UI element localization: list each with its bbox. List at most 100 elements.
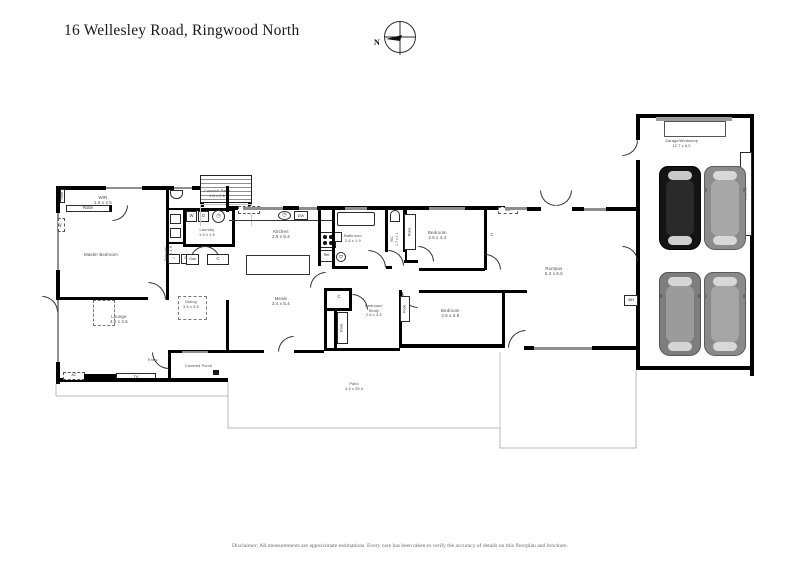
garage-bench [664,121,726,137]
ac-unit-master: AC [58,218,65,232]
room-label-garage: Garage/Workshop 12.7 x 6.0 [665,138,699,148]
skylight-lounge [93,300,115,326]
disclaimer-text: Disclaimer: All measurements are approxi… [232,543,568,549]
page-title: 16 Wellesley Road, Ringwood North [64,22,300,39]
room-label-patio: Patio 4.5 x 25.0 [345,381,364,391]
patio-edge [251,204,252,226]
wall [324,308,352,311]
window-wall [174,187,192,189]
car-dark-1 [658,166,702,250]
wall [56,210,60,213]
wall [317,206,333,210]
room-label-kitchen: Kitchen 2.9 x 5.4 [272,229,290,240]
room-label-entry: Entry [148,357,158,362]
washer: W [186,211,197,222]
room-label-rumpus: Rumpus 6.3 x 6.6 [545,266,563,277]
wall [318,210,321,266]
porch-post [213,370,219,375]
wall [168,352,171,378]
patio-edge [200,204,201,226]
closet-hall: C [487,230,497,240]
wall [226,186,229,212]
wall [324,348,400,351]
shower-ensuite-2 [170,228,181,238]
window-wall [106,187,142,189]
compass-rose-icon: N [374,19,422,63]
wall [229,206,243,210]
wall [332,266,368,269]
wall [447,290,505,293]
wall [332,206,335,268]
room-label-covered-porch: Covered Porch [185,363,213,368]
wall [349,288,352,310]
room-label-meals: Meals 3.4 x 5.4 [272,296,290,307]
window-wall [57,212,59,270]
laundry-sink: ◷ [212,210,225,223]
wall [56,378,84,382]
robe-bedroom2: Robe [404,214,416,250]
toilet-wc [390,210,400,222]
toilet-bathroom: ⬭ [336,252,346,262]
wall [750,114,754,376]
wall [505,290,527,293]
wall [592,346,640,350]
door-arc [190,246,205,261]
room-label-dining: Dining 3.6 x 3.5 [183,299,199,309]
room-label-laundry: Laundry 1.9 x 1.9 [199,227,215,237]
wall [386,266,392,269]
compass-north-label: N [374,38,380,47]
wall [56,186,106,190]
window-wall [584,208,606,211]
wall [572,207,584,211]
room-label-master-bedroom: Master Bedroom [84,252,118,257]
wall [56,362,60,384]
wall [484,210,487,270]
robe-side: Robe [60,189,65,203]
wall [232,208,235,246]
wall [228,350,264,353]
gas-meter: Gas [186,254,199,265]
wall [333,206,403,210]
wall [527,207,541,211]
wall [110,205,112,212]
robe-bedroom3: Robe [400,296,410,322]
wall [502,290,505,346]
wall [169,208,183,210]
shower-ensuite [170,214,181,224]
wall [186,378,228,382]
wall [84,374,116,382]
kitchen-sink: ◷ [278,211,291,220]
room-label-wir: WIR 1.0 x 4.5 [94,195,112,206]
toilet-ensuite: ⬭ [168,254,180,264]
wall [404,260,418,263]
wall [200,203,204,207]
wall [248,203,252,207]
wall [385,206,388,252]
kitchen-island [246,255,310,275]
wall [142,186,174,190]
window-wall [299,207,317,210]
wall [636,160,640,208]
window-wall [345,207,367,210]
wall [294,350,324,353]
wall [183,208,186,246]
room-label-bedroom3: Bedroom 2.6 x 3.8 [441,308,460,319]
window-wall [243,207,283,210]
wall [56,186,60,212]
wall [104,297,148,300]
wall [226,300,229,352]
closet-study: C [334,292,344,302]
garage-roller-door [656,117,732,121]
room-label-lounge: Lounge 4.5 x 4.5 [110,314,128,325]
dryer: D [198,211,209,222]
water-heater: WH [624,295,638,306]
car-grey-3 [703,272,747,356]
window-wall [182,351,208,353]
wall [166,186,169,230]
closet-laundry: C [207,254,229,265]
window-wall [534,347,592,350]
wall [183,208,235,211]
bathtub [337,212,375,226]
